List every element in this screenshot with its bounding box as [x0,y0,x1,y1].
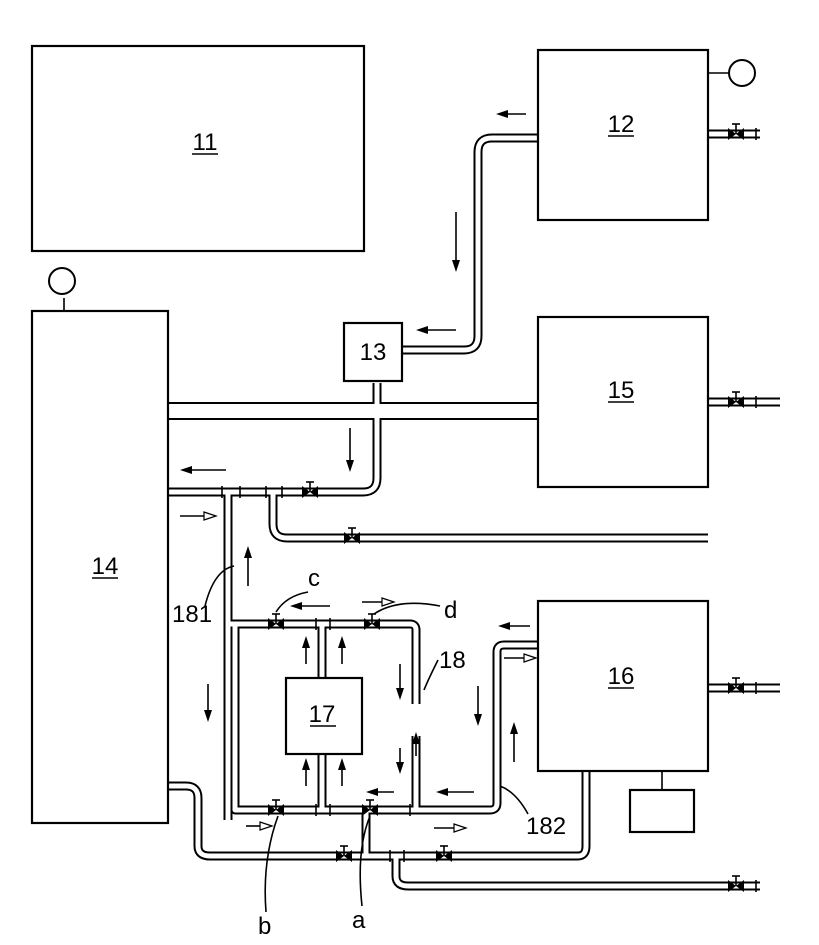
arrow-up-icon [510,722,518,762]
valve-a-leader [359,815,371,907]
valve-icon [436,845,452,862]
valve-b-label: b [258,913,271,940]
component-11-label: 11 [193,129,218,156]
pipe-interiors [168,131,780,889]
pipe-182-leader [499,785,529,815]
valve-a-icon [362,799,378,816]
component-14: 14 [30,267,170,825]
valve-d-icon [364,613,380,630]
arrow-up-icon [302,636,310,664]
pipe-18-leader [423,659,439,691]
arrow-right-open-icon [434,823,468,833]
gauge-icon [48,267,76,295]
labels: 181 18 182 c d b a [172,565,566,940]
arrow-left-icon [180,466,226,474]
valve-icon [336,845,352,862]
component-13: 13 [342,321,404,383]
valve-icon [728,875,744,892]
pipe-182-label: 182 [526,813,566,840]
valve-b-leader [264,815,279,913]
pipe-181-leader [204,565,235,607]
valve-icon [728,677,744,694]
component-12-label: 12 [608,111,635,138]
arrow-left-icon [416,326,456,334]
component-16-base [628,788,696,834]
component-13-label: 13 [360,339,387,366]
valve-icon [728,123,744,140]
arrow-down-icon [204,684,212,722]
arrow-left-icon [366,788,394,796]
component-15-label: 15 [608,377,635,404]
arrow-up-icon [338,758,346,786]
valve-icon [302,481,318,498]
arrow-up-icon [302,758,310,786]
valves [268,123,744,892]
component-16: 16 [536,599,710,834]
valve-c-label: c [308,565,320,592]
arrow-right-open-icon [504,653,538,663]
arrow-left-icon [498,622,530,630]
component-14-label: 14 [92,553,119,580]
valve-c-icon [268,613,284,630]
arrow-up-icon [412,732,420,756]
component-17: 17 [284,676,364,756]
arrow-down-icon [474,686,482,726]
valve-icon [344,527,360,544]
valve-a-label: a [352,907,366,934]
flow-arrows [180,110,538,833]
pipe-joints [221,128,757,892]
components: 11 12 13 14 15 16 [30,44,756,834]
arrow-left-icon [290,602,330,610]
valve-c-leader [275,591,309,613]
valve-d-label: d [444,597,457,624]
gauge-icon [728,59,756,87]
valve-d-leader [373,602,441,615]
component-17-label: 17 [309,701,336,728]
valve-icon [728,391,744,408]
arrow-right-open-icon [246,821,274,831]
arrow-left-icon [496,110,526,118]
arrow-up-icon [244,546,252,586]
valve-b-icon [268,799,284,816]
arrow-right-open-icon [180,511,218,521]
arrow-down-icon [452,212,460,272]
component-12: 12 [536,48,756,222]
arrow-down-icon [396,748,404,774]
component-15: 15 [536,315,710,489]
arrow-down-icon [396,664,404,700]
pipe-18-label: 18 [439,647,466,674]
pipe-network [168,128,780,892]
arrow-down-icon [346,428,354,472]
arrow-up-icon [338,636,346,664]
arrow-left-icon [436,788,474,796]
arrow-right-open-icon [362,597,396,607]
component-11: 11 [30,44,366,253]
component-16-label: 16 [608,663,635,690]
